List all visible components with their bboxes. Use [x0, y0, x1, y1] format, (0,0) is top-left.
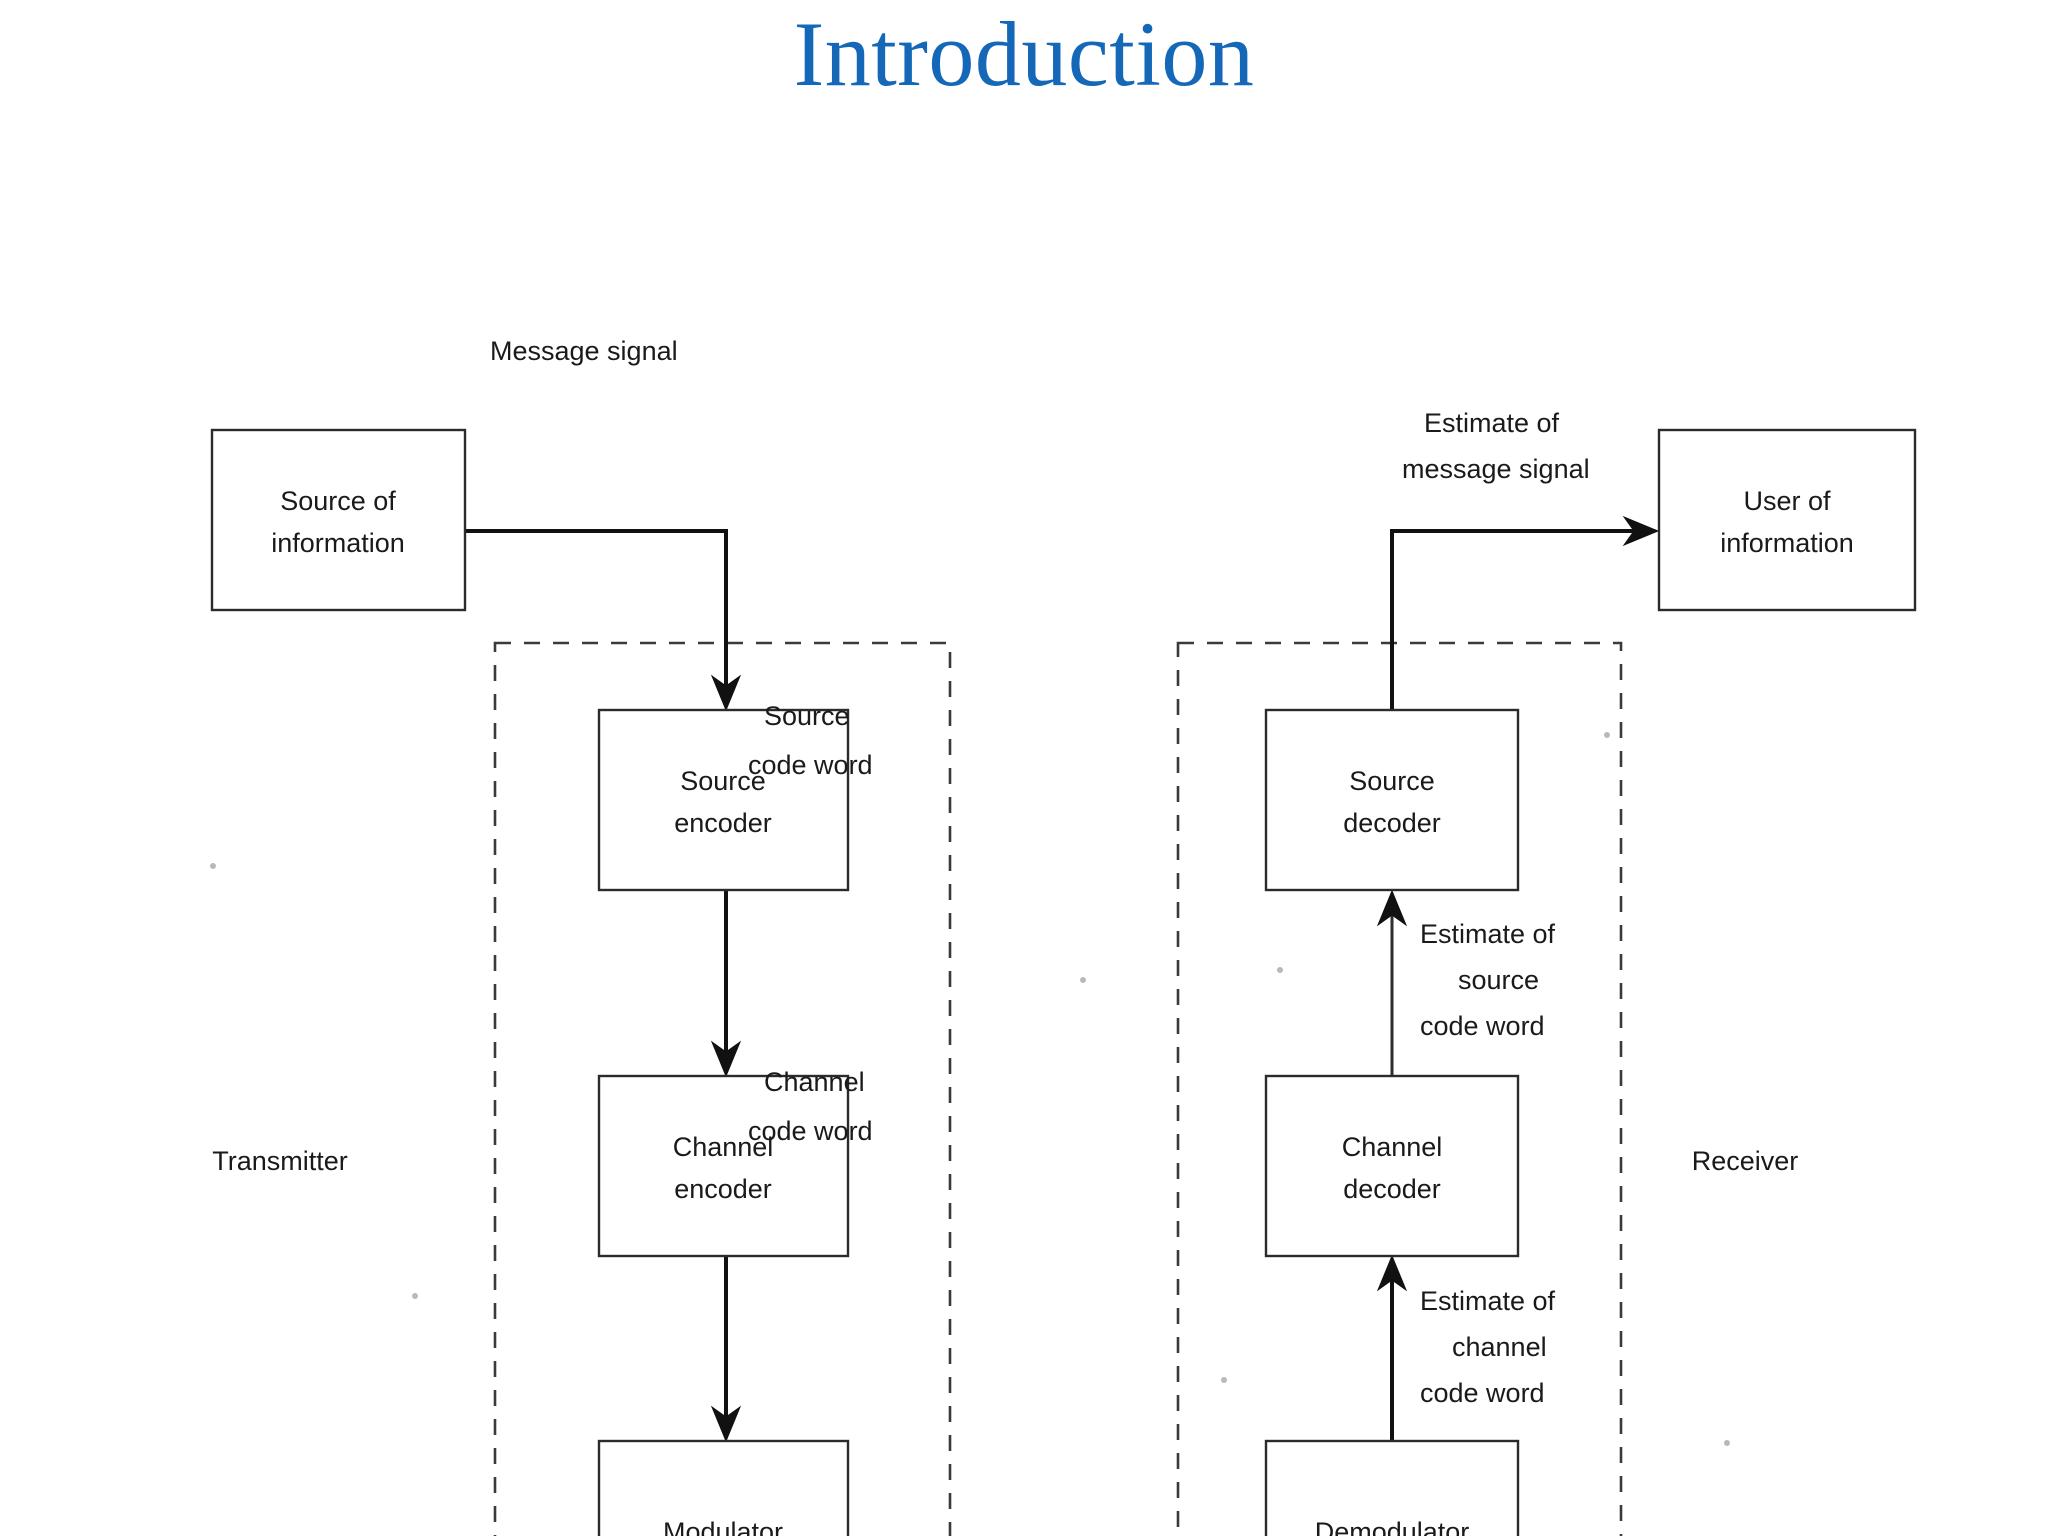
edge-label-est-source-code-word-line3: code word	[1420, 1011, 1545, 1041]
arrowhead-into-modulator	[710, 1405, 742, 1443]
scan-specks	[210, 587, 1883, 1446]
node-modulator[interactable]: Modulator	[597, 1439, 850, 1536]
user-of-information-box[interactable]	[1657, 428, 1917, 612]
edge-label-channel-code-word-line1: Channel	[764, 1067, 865, 1097]
source-decoder-label-line1: Source	[1349, 766, 1435, 796]
user-of-information-label-line2: information	[1720, 528, 1854, 558]
wire-message-signal	[465, 529, 728, 690]
edge-label-est-message-signal-line1: Estimate of	[1424, 408, 1560, 438]
arrowhead-into-source-encoder	[710, 674, 742, 712]
page-title: Introduction	[793, 3, 1255, 105]
source-encoder-label-line2: encoder	[674, 808, 772, 838]
node-demodulator[interactable]: Demodulator	[1264, 1439, 1520, 1536]
receiver-group-label: Receiver	[1692, 1146, 1799, 1176]
source-decoder-box[interactable]	[1264, 708, 1520, 892]
node-source-of-information[interactable]: Source of information	[210, 428, 467, 612]
edge-label-est-source-code-word-line1: Estimate of	[1420, 919, 1556, 949]
source-encoder-label-line1: Source	[680, 766, 766, 796]
edge-label-est-channel-code-word-line3: code word	[1420, 1378, 1545, 1408]
source-of-information-label-line2: information	[271, 528, 405, 558]
node-source-decoder[interactable]: Source decoder	[1264, 708, 1520, 892]
modulator-label: Modulator	[663, 1517, 783, 1536]
user-of-information-label-line1: User of	[1743, 486, 1831, 516]
source-of-information-label-line1: Source of	[280, 486, 396, 516]
edge-label-est-message-signal-line2: message signal	[1402, 454, 1590, 484]
arrowhead-into-user-of-information	[1622, 515, 1660, 547]
node-source-encoder[interactable]: Source encoder	[597, 708, 850, 892]
edge-label-source-code-word-line1: Source	[764, 701, 850, 731]
node-user-of-information[interactable]: User of information	[1657, 428, 1917, 612]
receiver-group-box	[1176, 641, 1623, 1536]
channel-decoder-box[interactable]	[1264, 1074, 1520, 1258]
source-encoder-box[interactable]	[597, 708, 850, 892]
modulator-box[interactable]	[597, 1439, 850, 1536]
edge-label-est-source-code-word-line2: source	[1458, 965, 1539, 995]
demodulator-box[interactable]	[1264, 1439, 1520, 1536]
channel-decoder-label-line1: Channel	[1342, 1132, 1443, 1162]
node-channel-decoder[interactable]: Channel decoder	[1264, 1074, 1520, 1258]
transmitter-group-label: Transmitter	[212, 1146, 348, 1176]
channel-encoder-label-line2: encoder	[674, 1174, 772, 1204]
channel-encoder-box[interactable]	[597, 1074, 850, 1258]
wire-estimate-message-signal	[1390, 529, 1637, 710]
edge-label-message-signal: Message signal	[490, 336, 678, 366]
edge-label-channel-code-word-line2: code word	[748, 1116, 873, 1146]
source-decoder-label-line2: decoder	[1343, 808, 1441, 838]
channel-decoder-label-line2: decoder	[1343, 1174, 1441, 1204]
arrowhead-into-channel-encoder	[710, 1040, 742, 1078]
arrowhead-into-source-decoder	[1376, 889, 1408, 927]
transmitter-group-box	[493, 641, 952, 1536]
edge-label-est-channel-code-word-line2: channel	[1452, 1332, 1547, 1362]
node-channel-encoder[interactable]: Channel encoder	[597, 1074, 850, 1258]
channel-encoder-label-line1: Channel	[673, 1132, 774, 1162]
demodulator-label: Demodulator	[1315, 1517, 1470, 1536]
arrowhead-into-channel-decoder	[1376, 1254, 1408, 1292]
edge-label-est-channel-code-word-line1: Estimate of	[1420, 1286, 1556, 1316]
source-of-information-box[interactable]	[210, 428, 467, 612]
edge-label-source-code-word-line2: code word	[748, 750, 873, 780]
